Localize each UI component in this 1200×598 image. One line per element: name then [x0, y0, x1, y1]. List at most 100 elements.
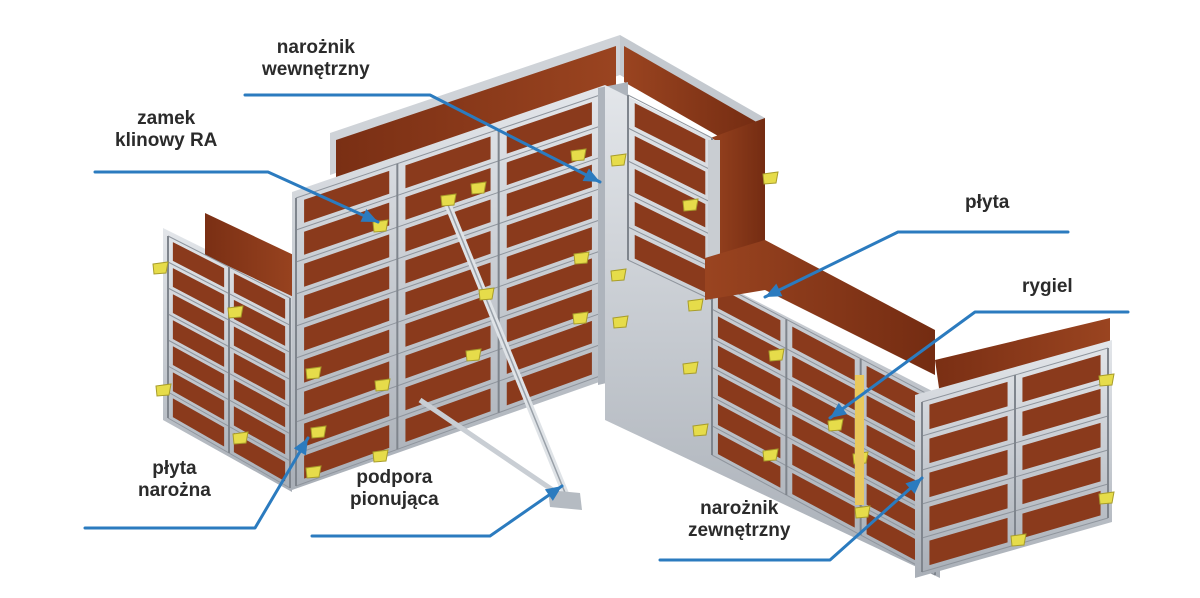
frame-rib [295, 188, 601, 295]
clamp-mark [478, 287, 495, 301]
plywood-cell [717, 433, 781, 488]
clamp-mark [570, 148, 587, 162]
label-waler: rygiel [1022, 276, 1073, 298]
arrowhead [905, 478, 922, 494]
frame-rib [627, 127, 713, 171]
frame-rib [295, 344, 601, 455]
plywood-cell [172, 372, 225, 420]
plywood-cell [405, 230, 491, 284]
frame-rib [295, 219, 601, 327]
label-corner-panel: płyta narożna [138, 458, 211, 502]
plywood-cell [304, 234, 390, 287]
frame-rib [711, 279, 936, 399]
label-push-pull-prop: podpora pionująca [350, 467, 439, 511]
clamp-mark [440, 193, 457, 207]
label-corner-panel-line1: płyta [152, 458, 197, 479]
clamp-mark [152, 261, 169, 275]
label-panel: płyta [965, 192, 1009, 214]
label-wedge-lock: zamek klinowy RA [115, 108, 217, 152]
label-wedge-lock-line2: klinowy RA [115, 130, 218, 151]
plywood-cell [634, 103, 706, 163]
wedge-clamps [152, 148, 1115, 547]
plywood-cell [233, 379, 286, 428]
arrowhead [544, 486, 562, 501]
clamp-mark [372, 449, 389, 463]
plywood-cell [405, 357, 491, 411]
plywood-cell [634, 201, 706, 260]
arrowhead [765, 283, 783, 297]
plywood-cell [866, 395, 930, 450]
plywood-cell [233, 353, 286, 401]
plywood-cell [405, 136, 491, 189]
frame-rib [295, 375, 601, 487]
plywood-cell [304, 329, 390, 383]
far-right-wall [915, 340, 1112, 578]
label-inner-corner: narożnik wewnętrzny [262, 37, 370, 81]
plywood-cell [304, 170, 390, 223]
frame-rib [295, 94, 601, 199]
clamp-mark [762, 448, 779, 462]
clamp-mark [682, 198, 699, 212]
plywood-cell [929, 449, 1008, 498]
leader-outer-corner [658, 476, 924, 562]
plywood-cell [866, 424, 930, 480]
plywood-cell [506, 133, 592, 186]
plywood-cell [506, 289, 592, 343]
clamp-mark [610, 268, 627, 282]
label-corner-panel-line2: narożna [138, 480, 211, 501]
frame-rib [711, 308, 936, 428]
frame-rib [627, 94, 713, 139]
plywood-cell [405, 325, 491, 379]
label-outer-corner-line1: narożnik [700, 498, 779, 519]
clamp-mark [1098, 373, 1115, 387]
frame-rib [711, 425, 936, 546]
joint-strip [855, 375, 864, 505]
label-push-pull-prop-line2: pionująca [350, 489, 439, 510]
plywood-cell [233, 326, 286, 374]
plywood-cell [792, 443, 855, 499]
plywood-cell [1022, 490, 1101, 539]
frame-rib [295, 250, 601, 359]
clamp-mark [762, 171, 779, 185]
plywood-cell [634, 136, 706, 195]
plywood-cell [304, 393, 390, 447]
plywood-cell [717, 316, 781, 371]
leader-prop [310, 484, 564, 538]
arrowhead [582, 168, 600, 182]
clamp-mark [768, 348, 785, 362]
plywood-cell [304, 266, 390, 319]
clamp-mark [572, 311, 589, 325]
frame-rib [627, 193, 713, 236]
right-back-wall [705, 240, 1110, 395]
frame-rib [295, 281, 601, 391]
plywood-cell [506, 320, 592, 374]
label-push-pull-prop-line1: podpora [356, 467, 433, 488]
clamp-mark [687, 298, 704, 312]
frame-rib [711, 337, 936, 458]
arrowhead [293, 438, 308, 456]
plywood-cell [172, 398, 225, 447]
frame-rib [711, 454, 936, 576]
label-outer-corner: narożnik zewnętrzny [688, 498, 790, 542]
leader-lines [83, 93, 1130, 562]
plywood-cell [233, 406, 286, 455]
frame-rib [627, 259, 713, 301]
leader-inner-corner [243, 93, 602, 184]
plywood-cell [172, 320, 225, 367]
plywood-cell [866, 512, 930, 568]
plywood-cell [405, 199, 491, 252]
plywood-cell [792, 355, 855, 411]
label-panel-line1: płyta [965, 192, 1010, 213]
plywood-cell [405, 167, 491, 220]
plywood-cell [506, 195, 592, 249]
leader-corner-panel [83, 436, 310, 530]
frame-rib [295, 125, 601, 231]
plywood-cell [233, 299, 286, 346]
plywood-cell [304, 361, 390, 415]
plywood-cell [506, 258, 592, 311]
plywood-cell [172, 268, 225, 314]
clamp-mark [232, 431, 249, 445]
plywood-cell [792, 326, 855, 381]
clamp-mark [227, 305, 244, 319]
frame-rib [295, 313, 601, 423]
